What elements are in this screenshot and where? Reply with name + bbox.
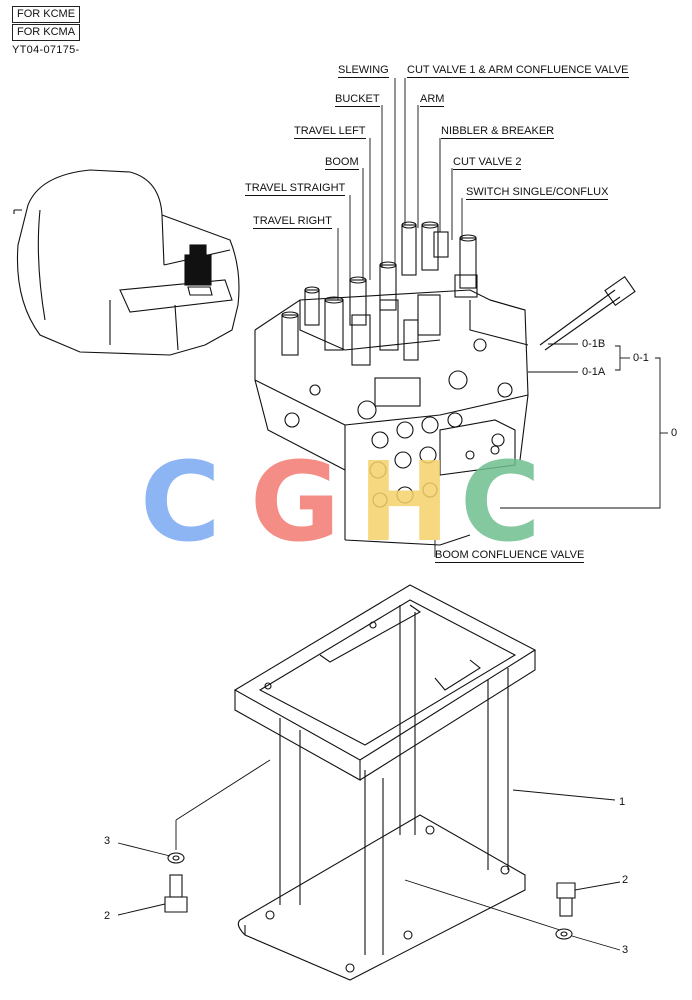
ref-2-left: 2 bbox=[104, 910, 111, 922]
watermark-letter-c1: C bbox=[140, 445, 221, 555]
ref-0-1a: 0-1A bbox=[582, 366, 606, 378]
label-cut-valve-2: CUT VALVE 2 bbox=[453, 156, 522, 170]
watermark-logo: C G H C bbox=[140, 445, 541, 555]
ref-0: 0 bbox=[671, 427, 678, 439]
label-travel-left: TRAVEL LEFT bbox=[294, 125, 366, 139]
label-cut-valve-1: CUT VALVE 1 & ARM CONFLUENCE VALVE bbox=[407, 64, 629, 78]
label-slewing: SLEWING bbox=[338, 64, 389, 78]
control-valve-assembly bbox=[254, 221, 636, 546]
fasteners bbox=[164, 852, 576, 940]
drawing-code: YT04-07175- bbox=[12, 44, 80, 56]
label-boom: BOOM bbox=[325, 156, 359, 170]
label-bucket: BUCKET bbox=[335, 93, 380, 107]
watermark-letter-c2: C bbox=[460, 445, 541, 555]
label-nibbler-breaker: NIBBLER & BREAKER bbox=[441, 125, 555, 139]
label-travel-right: TRAVEL RIGHT bbox=[253, 215, 332, 229]
watermark-letter-g: G bbox=[250, 445, 340, 555]
ref-3-left: 3 bbox=[104, 835, 111, 847]
label-boom-confluence-valve: BOOM CONFLUENCE VALVE bbox=[435, 549, 585, 563]
mounting-stand bbox=[233, 584, 537, 981]
part-reference-brackets bbox=[500, 343, 668, 509]
ref-0-1b: 0-1B bbox=[582, 338, 606, 350]
ref-1: 1 bbox=[619, 796, 626, 808]
part-number-leaders bbox=[117, 759, 621, 951]
kcma-label-box: FOR KCMA bbox=[12, 24, 81, 41]
label-arm: ARM bbox=[420, 93, 445, 107]
label-switch-single-conflux: SWITCH SINGLE/CONFLUX bbox=[466, 186, 609, 200]
callout-leader-lines bbox=[337, 78, 463, 557]
ref-2-right: 2 bbox=[622, 874, 629, 886]
ref-3-right: 3 bbox=[622, 944, 629, 956]
label-travel-straight: TRAVEL STRAIGHT bbox=[245, 182, 346, 196]
watermark-letter-h: H bbox=[358, 445, 450, 555]
machine-cab-sketch bbox=[13, 169, 240, 356]
ref-0-1: 0-1 bbox=[633, 352, 649, 364]
kcme-label-box: FOR KCME bbox=[12, 6, 81, 23]
